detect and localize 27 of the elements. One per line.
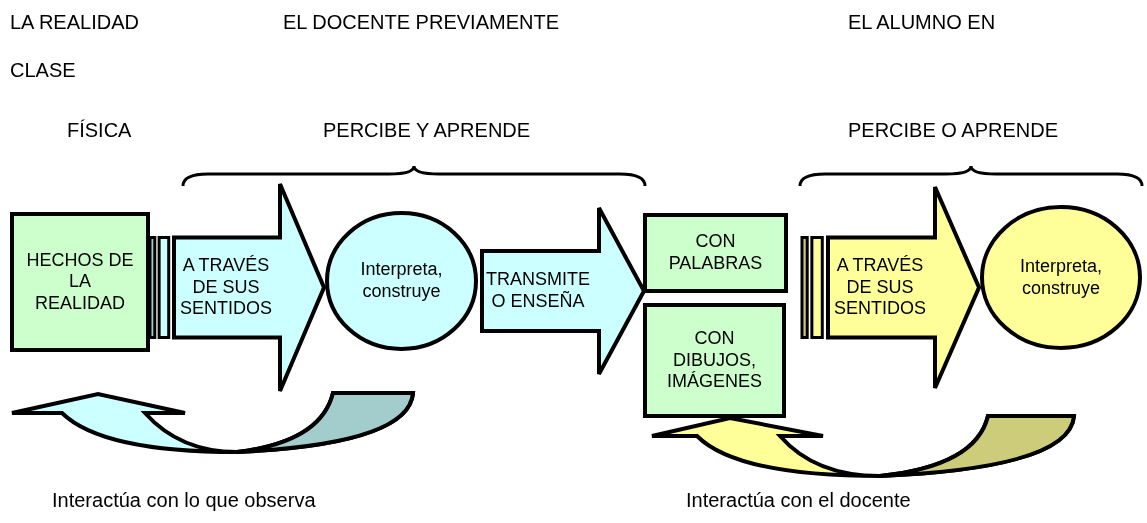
- node-text: CON DIBUJOS, IMÁGENES: [666, 328, 763, 393]
- curved-arrow: [10, 391, 415, 454]
- heading-label: CLASE: [10, 58, 76, 82]
- heading-label: LA REALIDAD: [10, 10, 139, 34]
- heading-label: FÍSICA: [67, 118, 132, 142]
- process-box: [10, 212, 150, 352]
- block-arrow: [480, 206, 646, 376]
- node-text: A TRAVÉS DE SUS SENTIDOS: [179, 255, 273, 320]
- node-text: Interpreta, construye: [359, 259, 444, 303]
- ellipse-node: [980, 205, 1142, 350]
- process-box: [643, 303, 786, 418]
- process-box: [643, 213, 788, 293]
- node-text: HECHOS DE LA REALIDAD: [25, 249, 135, 315]
- heading-label: PERCIBE Y APRENDE: [323, 118, 531, 142]
- block-arrow: [148, 182, 326, 393]
- ellipse-node: [325, 211, 478, 351]
- curved-arrow: [650, 414, 1076, 478]
- block-arrow: [800, 185, 981, 390]
- heading-label: PERCIBE O APRENDE: [848, 118, 1059, 142]
- heading-label: Interactúa con lo que observa: [52, 488, 316, 512]
- node-text: Interpreta, construye: [1018, 255, 1103, 300]
- heading-label: EL DOCENTE PREVIAMENTE: [283, 10, 559, 34]
- heading-label: Interactúa con el docente: [686, 488, 911, 512]
- node-text: TRANSMITE O ENSEÑA: [485, 269, 591, 313]
- node-text: CON PALABRAS: [667, 231, 764, 275]
- heading-label: EL ALUMNO EN: [848, 10, 996, 34]
- node-text: A TRAVÉS DE SUS SENTIDOS: [833, 255, 927, 320]
